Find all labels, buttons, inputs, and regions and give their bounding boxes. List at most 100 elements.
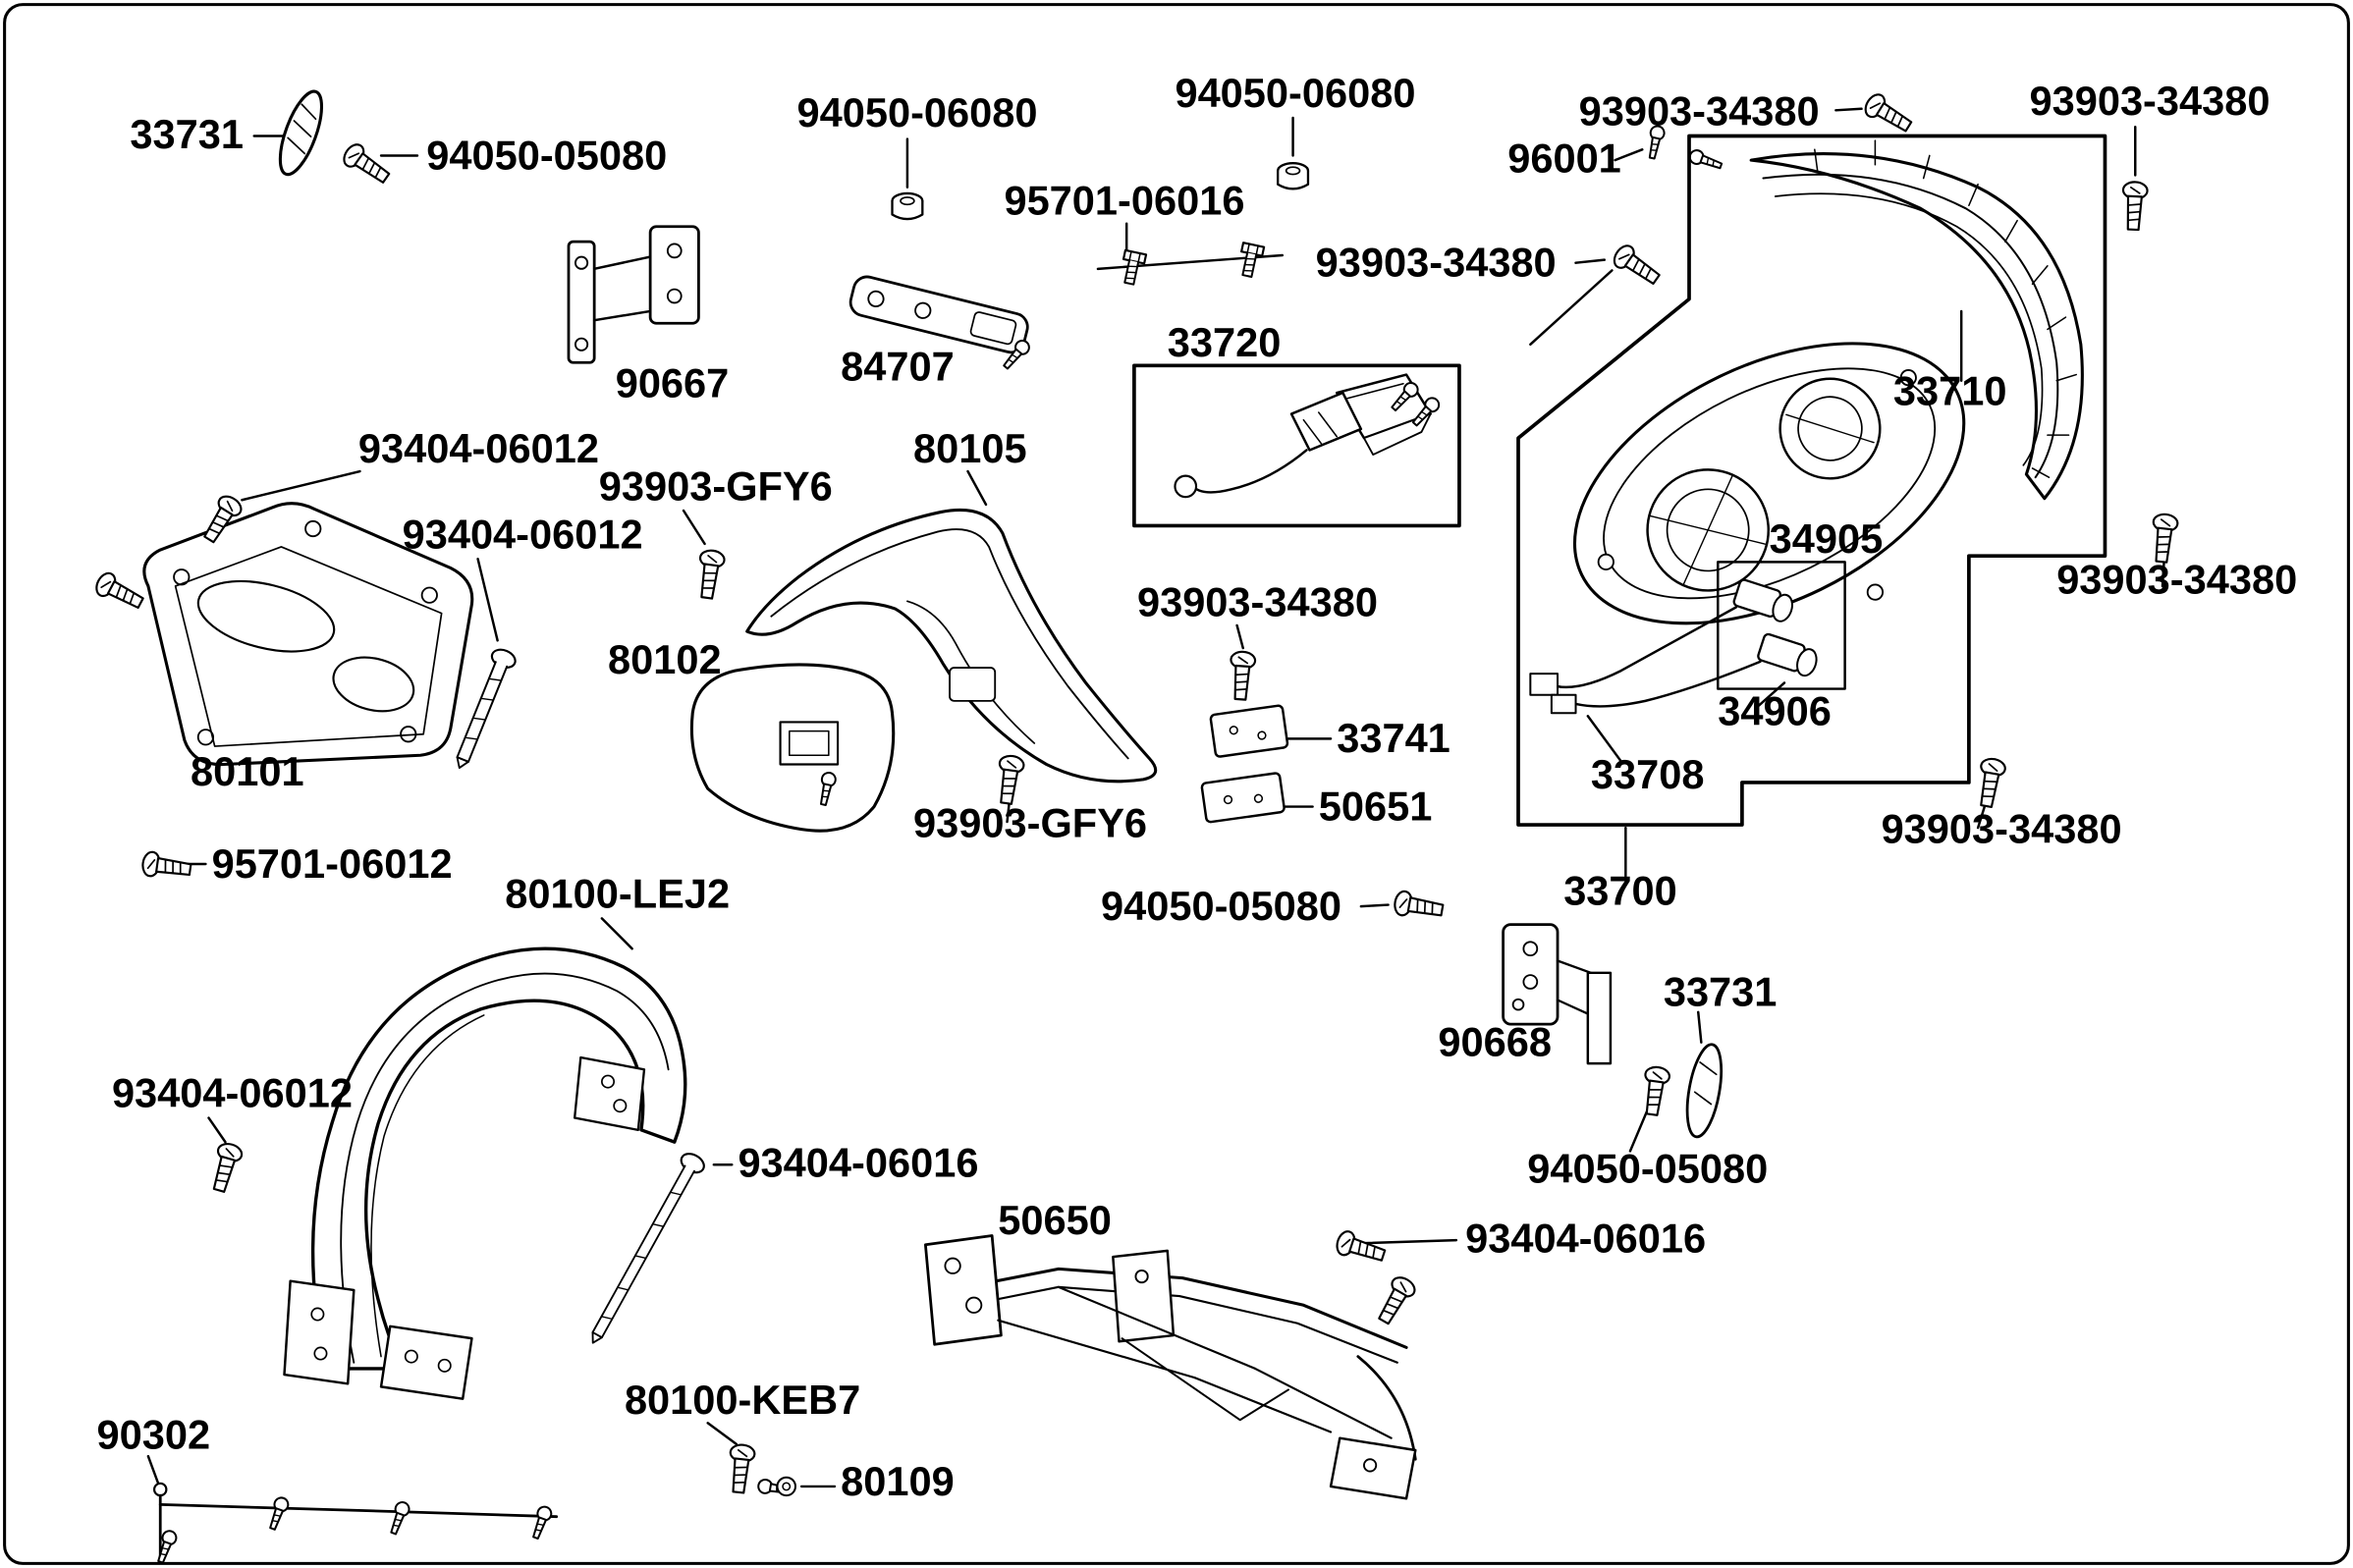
fender-80100-lej2-detail bbox=[310, 1307, 325, 1322]
bulb-socket-34906-detail bbox=[1796, 648, 1818, 677]
carrier-bracket-50650-detail bbox=[1329, 1436, 1417, 1500]
part-label-94050-05080-35: 94050-05080 bbox=[1527, 1146, 1768, 1192]
tail-light-unit-detail bbox=[1785, 413, 1875, 444]
leader-lines bbox=[146, 107, 2167, 1488]
part-label-80105-14: 80105 bbox=[913, 425, 1027, 471]
carrier-bracket-50650-detail bbox=[1121, 1337, 1289, 1422]
reflector-33731-top-detail bbox=[287, 136, 306, 155]
carrier-bracket-50650-detail bbox=[1134, 1269, 1149, 1284]
bracket-90668 bbox=[1502, 923, 1613, 1065]
leader-lines-detail bbox=[1586, 715, 1622, 763]
wire-harness-33708 bbox=[1529, 606, 1762, 715]
leader-lines-detail bbox=[241, 469, 361, 502]
carrier-bracket-50650-detail bbox=[965, 1296, 983, 1314]
leader-lines-detail bbox=[146, 1454, 160, 1487]
part-label-93404-06016-36: 93404-06016 bbox=[738, 1140, 978, 1186]
leader-lines-detail bbox=[966, 469, 988, 507]
bracket-90668-detail bbox=[1522, 974, 1539, 990]
part-label-33700-31: 33700 bbox=[1563, 868, 1677, 914]
plate-50651-detail bbox=[1200, 772, 1286, 824]
wire-harness-33708-detail bbox=[1553, 606, 1737, 689]
part-label-93404-06012-16: 93404-06012 bbox=[403, 512, 643, 558]
turn-signal-box-33720-detail bbox=[1302, 418, 1323, 446]
carrier-bracket-50650-detail bbox=[997, 1319, 1196, 1379]
part-label-93903-GFY6-15: 93903-GFY6 bbox=[599, 462, 833, 509]
rear-cover-80105-detail bbox=[745, 508, 1158, 784]
reflector-33731-bottom-detail bbox=[1685, 1043, 1724, 1139]
reflector-33731-top-detail bbox=[301, 103, 317, 121]
carrier-bracket-50650-detail bbox=[1112, 1249, 1176, 1343]
long-bolt-93404-06012-icon bbox=[456, 648, 517, 769]
bracket-90668-detail bbox=[1522, 941, 1539, 957]
tail-light-unit-detail bbox=[1682, 475, 1733, 585]
carrier-bracket-50650 bbox=[923, 1234, 1417, 1500]
reflector-33731-top-detail bbox=[278, 89, 324, 177]
reflector-33731-bottom-detail bbox=[1693, 1091, 1713, 1106]
bulb-socket-34905-detail bbox=[1772, 593, 1793, 622]
part-label-95701-06012-28: 95701-06012 bbox=[212, 840, 453, 887]
leader-lines-detail bbox=[600, 917, 633, 950]
plate-50651-detail bbox=[1253, 793, 1264, 803]
part-label-93903-34380-17: 93903-34380 bbox=[1137, 579, 1378, 625]
panel-80101-detail bbox=[332, 656, 415, 713]
carrier-bracket-50650-detail bbox=[933, 1267, 1408, 1349]
carrier-bracket-50650-detail bbox=[944, 1257, 961, 1274]
part-label-33741-22: 33741 bbox=[1337, 715, 1450, 761]
part-label-90668-32: 90668 bbox=[1438, 1018, 1552, 1064]
leader-lines-detail bbox=[1574, 258, 1607, 264]
part-label-34905-18: 34905 bbox=[1770, 515, 1884, 562]
bracket-90667-detail bbox=[592, 255, 652, 322]
tail-light-unit-detail bbox=[1797, 396, 1863, 461]
part-label-94050-05080-1: 94050-05080 bbox=[426, 132, 667, 178]
panel-80101-detail bbox=[173, 568, 191, 586]
turn-signal-box-33720-detail bbox=[1317, 411, 1338, 438]
fender-80100-lej2 bbox=[283, 946, 687, 1400]
part-label-33710-12: 33710 bbox=[1893, 367, 2007, 413]
inner-cover-80102-detail bbox=[789, 730, 830, 757]
carrier-bracket-50650-detail bbox=[1363, 1458, 1378, 1473]
part-label-94050-05080-30: 94050-05080 bbox=[1101, 883, 1341, 929]
fender-80100-lej2-detail bbox=[370, 1014, 485, 1358]
tail-cover-33710 bbox=[1749, 139, 2084, 501]
panel-80101-detail bbox=[142, 502, 474, 767]
leader-lines-detail bbox=[1235, 623, 1244, 650]
part-label-33720-11: 33720 bbox=[1168, 319, 1282, 365]
tail-cover-hatching-detail bbox=[2004, 219, 2018, 243]
carrier-bracket-50650-detail bbox=[923, 1234, 1003, 1346]
tail-cover-33710-detail bbox=[1749, 151, 2084, 501]
bracket-84707-detail bbox=[848, 275, 1029, 354]
long-bolt-93404-06012-icon-detail bbox=[464, 736, 478, 740]
carrier-bracket-50650-detail bbox=[1057, 1285, 1257, 1370]
part-label-84707-10: 84707 bbox=[841, 344, 955, 390]
bracket-84707-detail-detail bbox=[914, 301, 932, 319]
part-label-80100-KEB7-39: 80100-KEB7 bbox=[625, 1377, 860, 1423]
tail-cover-33710-detail bbox=[1774, 192, 2044, 466]
leader-lines-detail bbox=[207, 1116, 227, 1144]
fender-80100-lej2-detail bbox=[601, 1074, 616, 1089]
socket-callout-34905 bbox=[1717, 561, 1846, 690]
fender-80100-lej2-detail bbox=[573, 1055, 646, 1131]
part-label-33731-33: 33731 bbox=[1664, 969, 1778, 1015]
part-label-80100-LEJ2-29: 80100-LEJ2 bbox=[505, 871, 730, 917]
part-label-50650-37: 50650 bbox=[998, 1197, 1112, 1243]
fender-80100-lej2-detail bbox=[613, 1099, 628, 1113]
fender-80100-lej2-detail bbox=[310, 946, 687, 1371]
long-bolt-93404-06016-icon-detail bbox=[591, 1164, 695, 1339]
bracket-90668-detail bbox=[1556, 959, 1593, 1017]
bracket-90667-detail bbox=[574, 255, 589, 270]
tail-light-unit-detail bbox=[1666, 488, 1750, 572]
plate-33741-detail bbox=[1257, 730, 1267, 740]
bracket-84707-detail-detail bbox=[867, 290, 885, 307]
leader-lines-detail bbox=[1756, 681, 1786, 709]
reflector-33731-bottom-detail bbox=[1699, 1061, 1718, 1076]
part-label-93903-34380-27: 93903-34380 bbox=[1882, 806, 2122, 852]
turn-signal-box-33720-detail bbox=[1344, 383, 1404, 400]
turn-signal-box-33720-detail bbox=[1132, 363, 1461, 528]
bulb-socket-34906 bbox=[1757, 632, 1818, 677]
part-label-93903-34380-5: 93903-34380 bbox=[1579, 88, 1820, 135]
leader-lines-detail bbox=[1359, 1238, 1458, 1245]
inner-cover-80102 bbox=[689, 663, 896, 833]
rear-cover-80105-detail bbox=[906, 600, 1036, 744]
